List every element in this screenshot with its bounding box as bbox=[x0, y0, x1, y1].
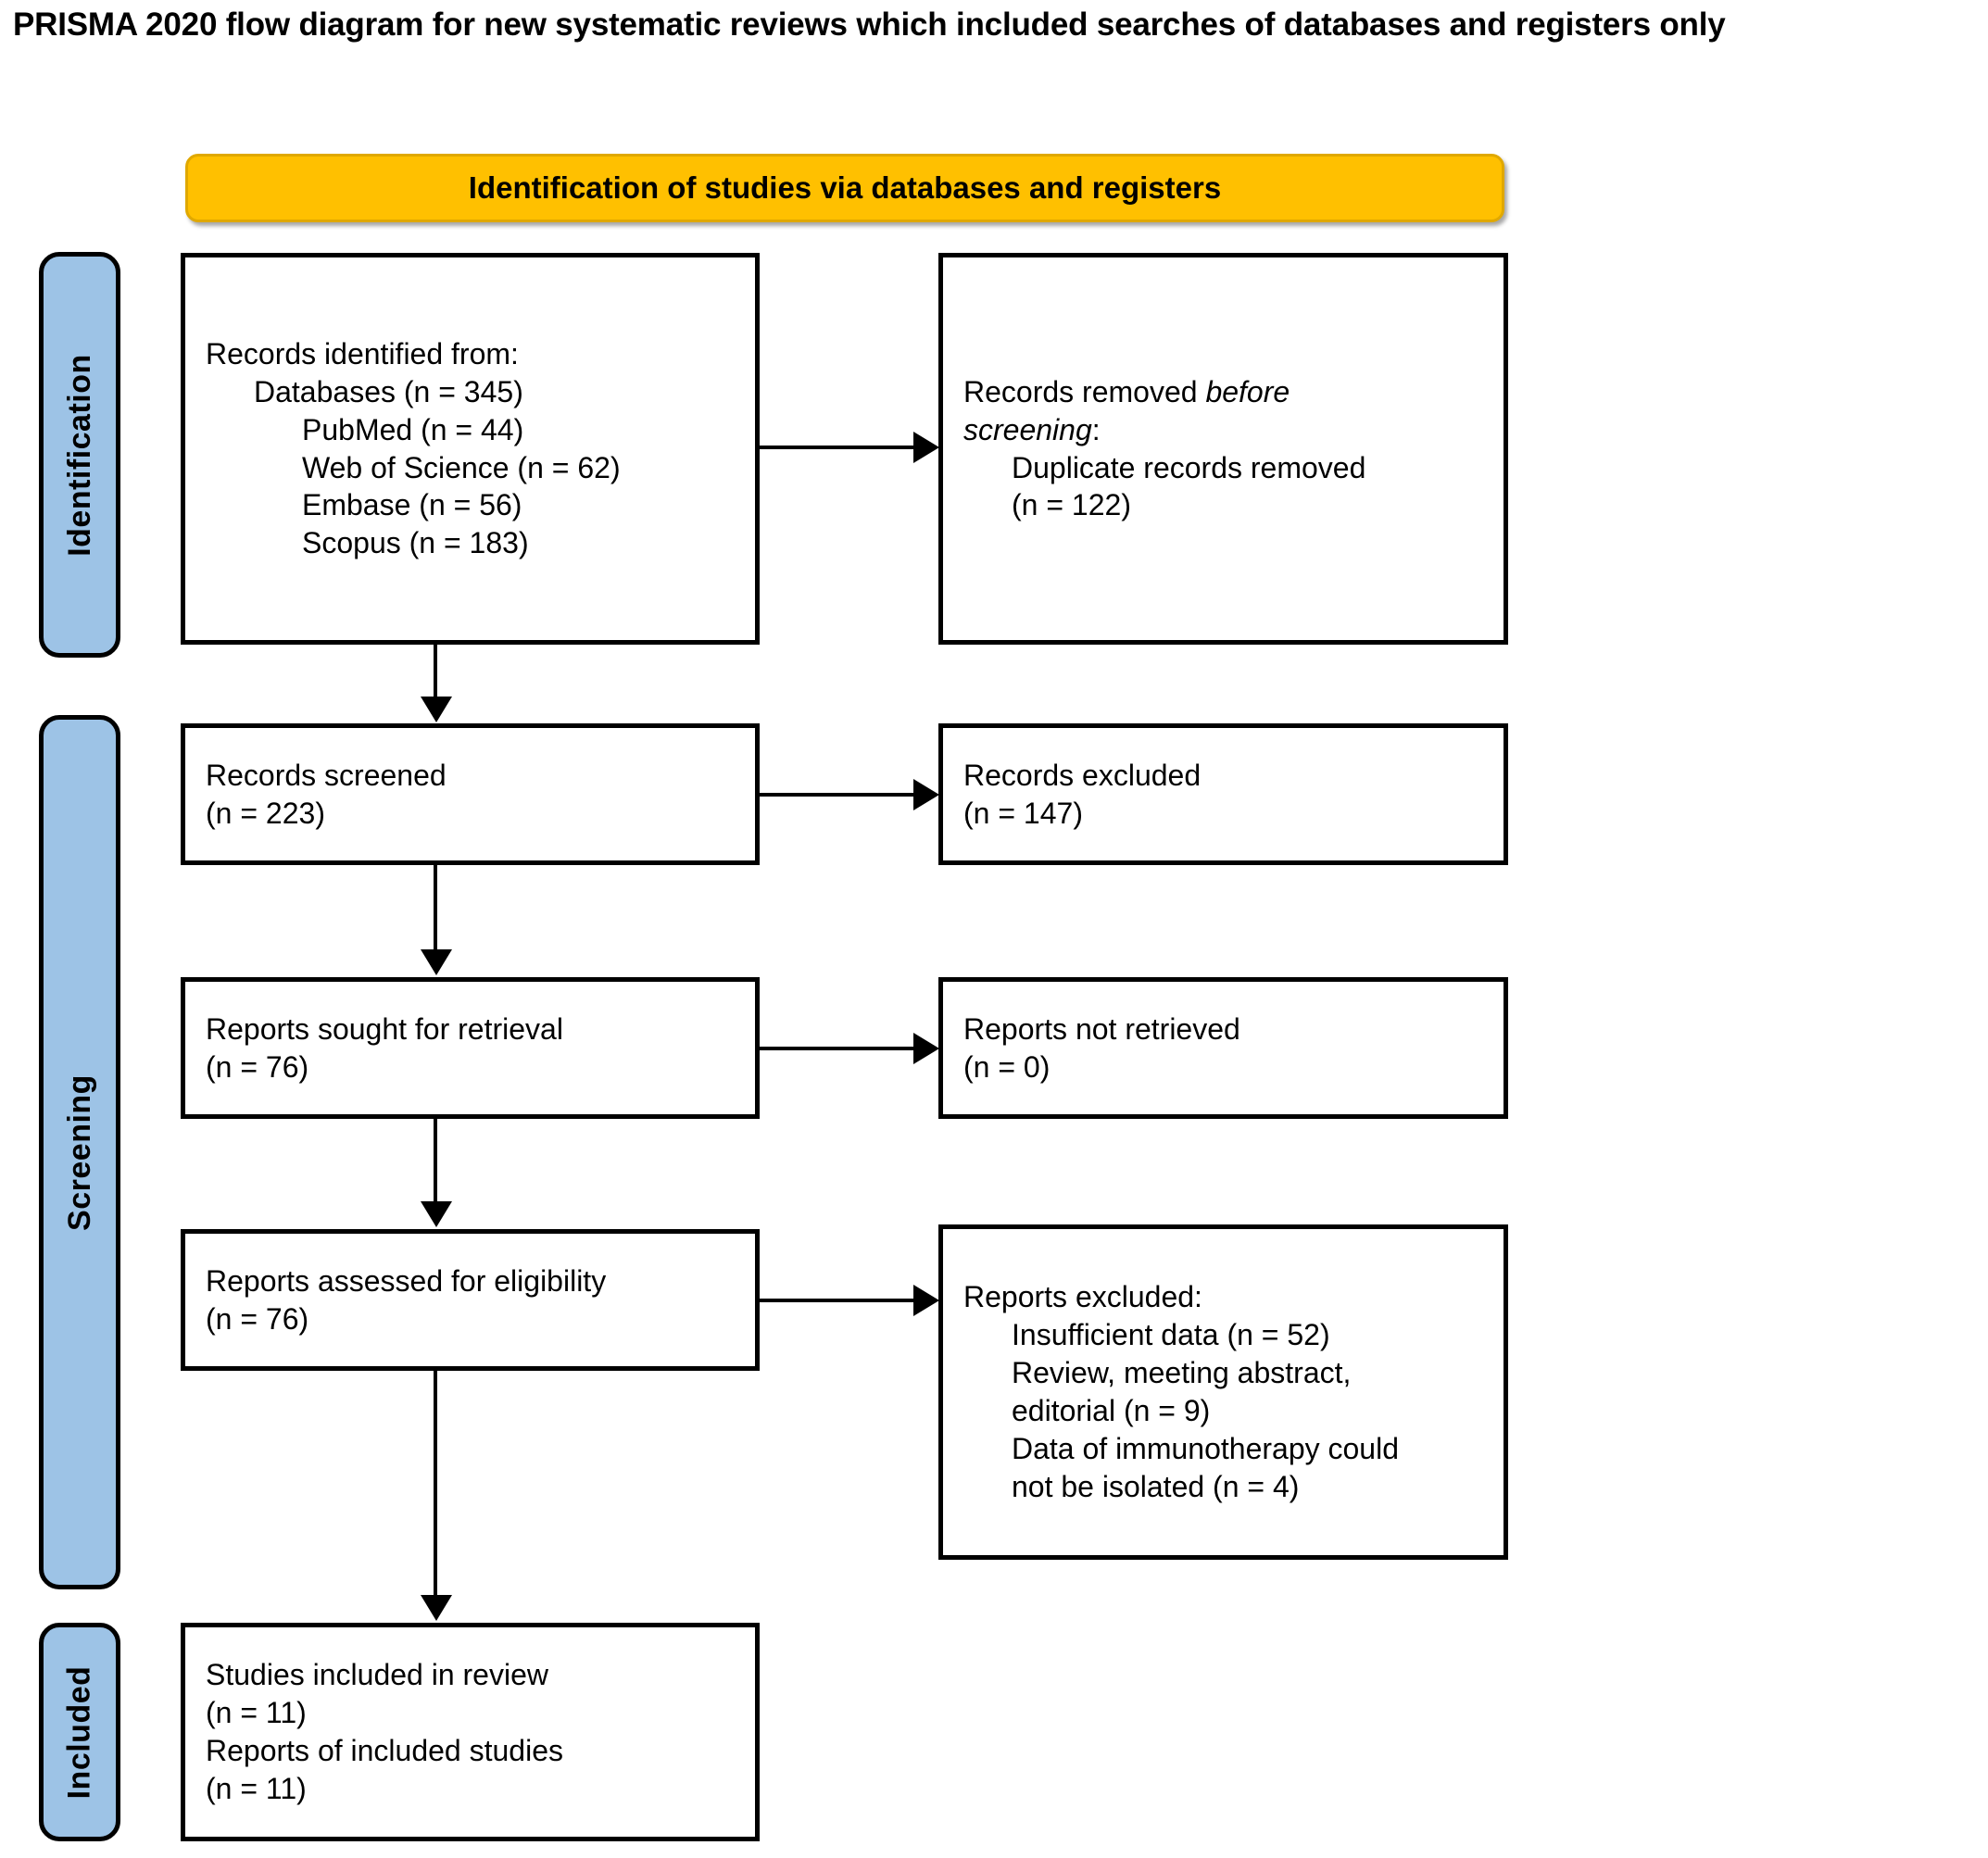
stage-bar-identification: Identification bbox=[39, 252, 120, 658]
connector-identified-to-removed bbox=[760, 446, 915, 449]
box-reports-assessed: Reports assessed for eligibility (n = 76… bbox=[181, 1229, 760, 1371]
connector-screened-to-sought bbox=[434, 865, 437, 951]
box-line: Reports assessed for eligibility bbox=[206, 1263, 607, 1298]
page-title: PRISMA 2020 flow diagram for new systema… bbox=[13, 6, 1726, 43]
box-line: Duplicate records removed bbox=[1012, 450, 1366, 484]
box-records-removed: Records removed before screening: Duplic… bbox=[938, 253, 1508, 645]
connector-assessed-to-included bbox=[434, 1371, 437, 1597]
box-studies-included: Studies included in review (n = 11) Repo… bbox=[181, 1623, 760, 1841]
box-line: Review, meeting abstract, bbox=[1012, 1356, 1352, 1390]
connector-identified-to-screened bbox=[434, 645, 437, 700]
arrow-down-icon bbox=[421, 1201, 452, 1227]
box-line: Databases (n = 345) bbox=[254, 374, 523, 408]
connector-sought-to-assessed bbox=[434, 1119, 437, 1203]
connector-assessed-to-reports-excluded bbox=[760, 1299, 915, 1302]
box-line: (n = 122) bbox=[1012, 488, 1131, 522]
stage-label-included: Included bbox=[61, 1665, 97, 1799]
box-line: (n = 11) bbox=[206, 1771, 307, 1805]
box-reports-excluded: Reports excluded: Insufficient data (n =… bbox=[938, 1224, 1508, 1560]
box-reports-not-retrieved: Reports not retrieved (n = 0) bbox=[938, 977, 1508, 1119]
box-text: : bbox=[1091, 412, 1101, 446]
box-line: (n = 76) bbox=[206, 1301, 309, 1336]
identification-banner: Identification of studies via databases … bbox=[185, 154, 1504, 222]
box-text-italic: before bbox=[1205, 374, 1290, 408]
box-line: (n = 11) bbox=[206, 1696, 307, 1730]
arrow-down-icon bbox=[421, 949, 452, 975]
stage-bar-included: Included bbox=[39, 1623, 120, 1841]
box-line: Insufficient data (n = 52) bbox=[1012, 1318, 1330, 1352]
box-line: Records screened bbox=[206, 758, 447, 792]
box-text-italic: screening bbox=[963, 412, 1092, 446]
box-line: Reports of included studies bbox=[206, 1734, 563, 1767]
box-line: PubMed (n = 44) bbox=[302, 412, 524, 446]
box-line: (n = 223) bbox=[206, 796, 325, 830]
box-records-excluded: Records excluded (n = 147) bbox=[938, 723, 1508, 865]
box-line: (n = 0) bbox=[963, 1049, 1051, 1084]
stage-bar-screening: Screening bbox=[39, 715, 120, 1589]
box-line: Reports excluded: bbox=[963, 1280, 1202, 1314]
box-line: not be isolated (n = 4) bbox=[1012, 1469, 1300, 1503]
arrow-right-icon bbox=[913, 1033, 939, 1064]
arrow-down-icon bbox=[421, 697, 452, 722]
box-line: Records identified from: bbox=[206, 336, 519, 370]
box-line: Records excluded bbox=[963, 758, 1202, 792]
arrow-down-icon bbox=[421, 1595, 452, 1621]
box-line: Embase (n = 56) bbox=[302, 488, 522, 522]
box-text: Records removed bbox=[963, 374, 1206, 408]
box-line: Studies included in review bbox=[206, 1658, 548, 1692]
arrow-right-icon bbox=[913, 432, 939, 463]
box-line: Data of immunotherapy could bbox=[1012, 1431, 1399, 1465]
box-line: screening: bbox=[963, 411, 1483, 449]
connector-screened-to-records-excluded bbox=[760, 793, 915, 797]
arrow-right-icon bbox=[913, 779, 939, 810]
arrow-right-icon bbox=[913, 1285, 939, 1316]
box-records-screened: Records screened (n = 223) bbox=[181, 723, 760, 865]
box-line: Reports sought for retrieval bbox=[206, 1011, 563, 1046]
box-line: Records removed before bbox=[963, 373, 1483, 411]
box-line: Scopus (n = 183) bbox=[302, 526, 529, 560]
box-line: (n = 76) bbox=[206, 1049, 309, 1084]
box-reports-sought: Reports sought for retrieval (n = 76) bbox=[181, 977, 760, 1119]
box-records-identified: Records identified from: Databases (n = … bbox=[181, 253, 760, 645]
stage-label-identification: Identification bbox=[61, 353, 97, 557]
stage-label-screening: Screening bbox=[61, 1073, 97, 1231]
box-line: (n = 147) bbox=[963, 796, 1083, 830]
box-line: Web of Science (n = 62) bbox=[302, 450, 621, 484]
box-line: Reports not retrieved bbox=[963, 1011, 1240, 1046]
connector-sought-to-not-retrieved bbox=[760, 1047, 915, 1050]
box-line: editorial (n = 9) bbox=[1012, 1394, 1211, 1427]
